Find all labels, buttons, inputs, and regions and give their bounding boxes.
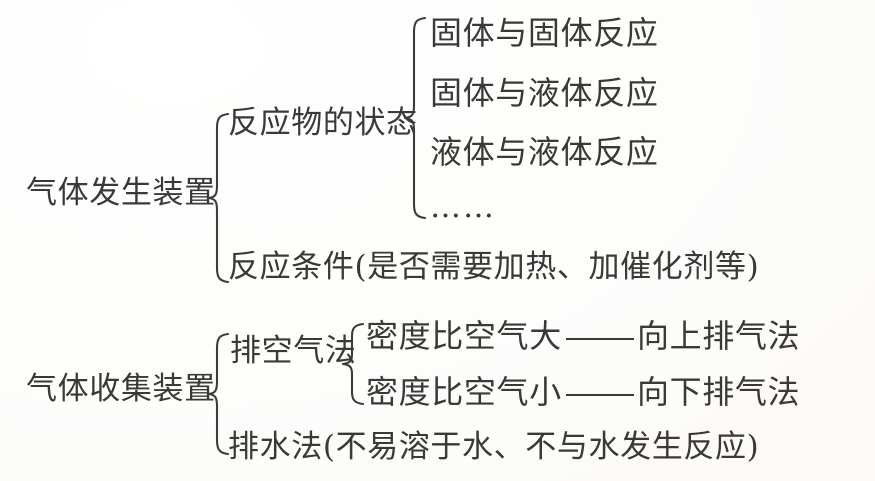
leaf-solid-solid: 固体与固体反应: [430, 14, 659, 52]
leaf-ellipsis: ……: [430, 189, 496, 225]
leaf-liquid-liquid: 液体与液体反应: [430, 133, 659, 171]
leaf-lighter-than-air-left: 密度比空气小: [366, 373, 562, 411]
root-label-gas-collection: 气体收集装置: [26, 371, 216, 407]
branch-label-water-displacement: 排水法(不易溶于水、不与水发生反应): [228, 429, 760, 465]
connector-denser-than-air: [566, 338, 634, 340]
leaf-denser-than-air-right: 向上排气法: [637, 317, 801, 355]
branch-label-air-displacement: 排空气法: [230, 333, 357, 369]
leaf-solid-liquid: 固体与液体反应: [430, 74, 659, 112]
brace-reactant-state-level2: [402, 16, 428, 220]
brace-air-displacement-level2: [340, 322, 366, 406]
leaf-denser-than-air-left: 密度比空气大: [366, 317, 562, 355]
branch-label-reactant-state: 反应物的状态: [228, 105, 418, 141]
brace-gas-generation-level1: [206, 112, 232, 284]
branch-label-reaction-condition: 反应条件(是否需要加热、加催化剂等): [228, 249, 760, 285]
leaf-lighter-than-air-right: 向下排气法: [637, 373, 801, 411]
root-label-gas-generation: 气体发生装置: [26, 175, 216, 211]
connector-lighter-than-air: [566, 394, 634, 396]
brace-gas-collection-level1: [206, 332, 232, 456]
